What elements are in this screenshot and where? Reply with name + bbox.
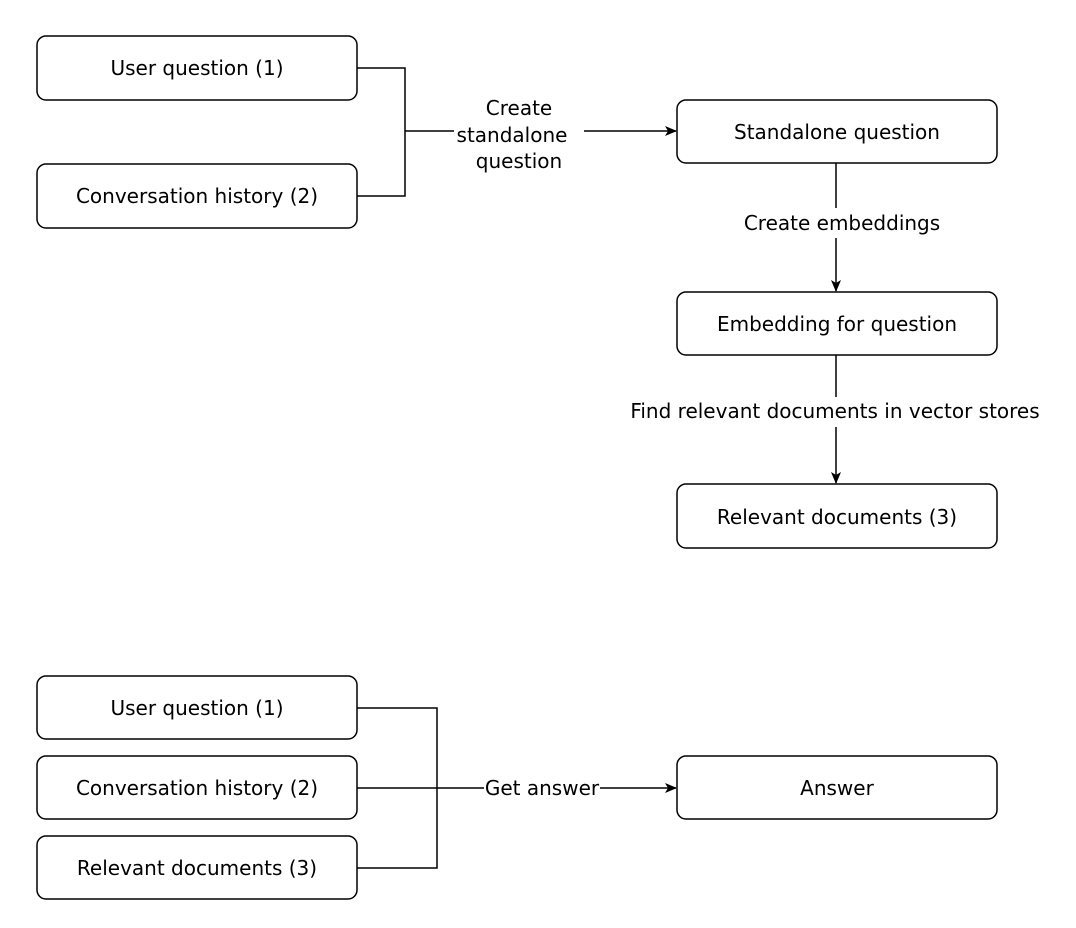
node-answer: Answer [676, 755, 998, 820]
node-standalone-question: Standalone question [676, 99, 998, 164]
node-label: User question (1) [110, 56, 283, 80]
node-user-question-2: User question (1) [36, 675, 358, 740]
node-label: Relevant documents (3) [77, 856, 317, 880]
node-user-question: User question (1) [36, 35, 358, 101]
node-label: User question (1) [110, 696, 283, 720]
edge-label-question-line3: question [476, 149, 562, 173]
node-label: Standalone question [734, 120, 940, 144]
node-relevant-documents-2: Relevant documents (3) [36, 835, 358, 900]
node-relevant-documents: Relevant documents (3) [676, 483, 998, 549]
edge-label-create-embeddings: Create embeddings [744, 211, 940, 235]
node-label: Relevant documents (3) [717, 505, 957, 529]
edge-label-create-line1: Create [486, 96, 552, 120]
edge-label-standalone-line2: standalone [457, 123, 568, 147]
connector-user-question-to-merge [357, 67, 406, 131]
connector-relevant-documents-2-to-merge [357, 788, 438, 869]
node-label: Conversation history (2) [76, 184, 318, 208]
node-conversation-history: Conversation history (2) [36, 163, 358, 229]
node-conversation-history-2: Conversation history (2) [36, 755, 358, 820]
connector-history-to-merge [357, 131, 406, 197]
connector-user-question-2-to-merge [357, 707, 438, 788]
edge-label-find-relevant-documents: Find relevant documents in vector stores [630, 399, 1039, 423]
node-embedding-for-question: Embedding for question [676, 291, 998, 356]
node-label: Embedding for question [717, 312, 957, 336]
edge-label-get-answer: Get answer [485, 776, 600, 800]
node-label: Conversation history (2) [76, 776, 318, 800]
node-label: Answer [800, 776, 874, 800]
